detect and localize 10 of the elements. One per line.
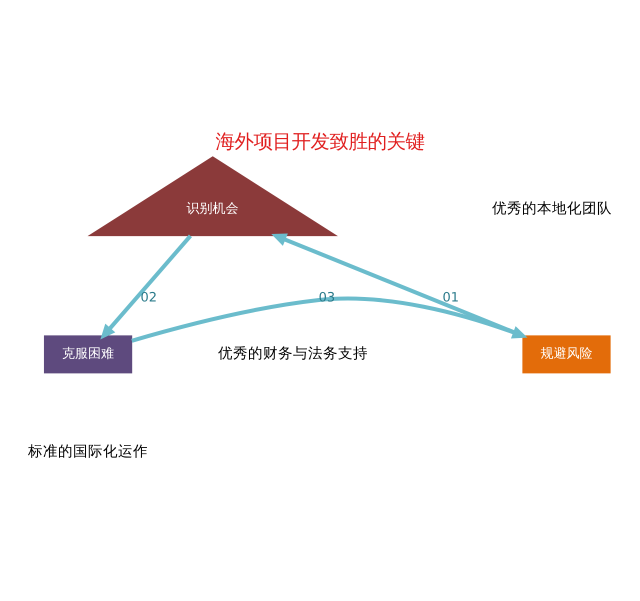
arrow [100,234,192,340]
node-box: 克服困难 [44,335,132,374]
edge-label: 01 [442,290,459,306]
diagram-title: 海外项目开发致胜的关键 [216,130,424,154]
label: 优秀的本地化团队 [492,200,612,217]
arrow [131,296,528,343]
edge-label: 02 [140,290,158,306]
node-box: 规避风险 [522,335,611,374]
label: 标准的国际化运作 [28,442,148,460]
label: 优秀的财务与法务支持 [218,344,368,362]
